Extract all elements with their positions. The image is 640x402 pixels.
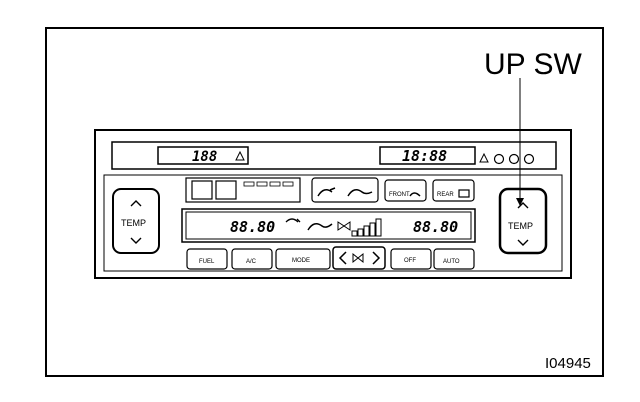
callout-arrowhead: [516, 198, 524, 206]
airflow-face-icon: [317, 187, 336, 197]
panel-inner: [103, 174, 563, 272]
right-temp-up-icon: [517, 202, 529, 209]
figure-frame: [45, 27, 604, 377]
defrost-icon: [409, 192, 421, 197]
mode-button-label: MODE: [292, 258, 310, 264]
clock-button-3[interactable]: [523, 153, 535, 165]
left-temp-rocker[interactable]: [112, 188, 160, 254]
auto-button[interactable]: [433, 248, 475, 270]
rear-defrost-icon: [458, 189, 470, 198]
radio-indicator-icon: [235, 150, 245, 161]
main-display-inner: [185, 211, 472, 240]
fan-button-icon: [352, 252, 364, 264]
fan-speed-bar-3: [363, 225, 370, 237]
main-display: [181, 208, 476, 243]
ac-button-label: A/C: [246, 259, 257, 265]
radio-display-text: 188: [192, 149, 217, 165]
fan-speed-bar-4: [369, 222, 376, 237]
fan-speed-bar-5: [375, 218, 382, 237]
recirculation-icon: [285, 218, 301, 223]
fan-speed-bar-2: [357, 228, 364, 237]
top-display-strip: [111, 141, 557, 170]
fan-speed-button[interactable]: [332, 246, 386, 270]
front-button-label: FRONT: [389, 192, 410, 198]
left-temp-down-icon: [130, 237, 142, 244]
off-button[interactable]: [390, 248, 432, 270]
clock-button-1[interactable]: [493, 153, 505, 165]
radio-display: [157, 146, 249, 165]
right-temp-down-icon: [517, 239, 529, 246]
indicator-4: [282, 181, 294, 187]
right-temp-display: 88.80: [413, 218, 458, 236]
front-defrost-button[interactable]: [384, 179, 427, 202]
preset-button-2[interactable]: [215, 180, 237, 200]
mode-button[interactable]: [275, 248, 331, 270]
clock-display: [379, 146, 476, 165]
button-bank-left: [185, 177, 301, 203]
fan-up-icon: [372, 251, 381, 265]
off-button-label: OFF: [404, 258, 416, 264]
indicator-1: [243, 181, 255, 187]
indicator-3: [269, 181, 281, 187]
rear-button-label: REAR: [437, 192, 454, 198]
fan-icon: [337, 221, 351, 231]
clock-button-2[interactable]: [508, 153, 520, 165]
airflow-mode-button[interactable]: [311, 177, 379, 203]
fan-down-icon: [338, 251, 347, 265]
fuel-button[interactable]: [186, 248, 228, 270]
fan-speed-bar-1: [351, 230, 358, 237]
airflow-foot-icon: [347, 189, 373, 197]
right-temp-label: TEMP: [508, 221, 533, 231]
callout-label: UP SW: [484, 48, 582, 81]
rear-defrost-button[interactable]: [432, 179, 475, 202]
airflow-display-icon: [307, 223, 333, 231]
panel-bezel: [94, 129, 572, 279]
fan-speed-bars: [351, 218, 382, 237]
ac-button[interactable]: [231, 248, 273, 270]
left-temp-up-icon: [130, 200, 142, 207]
right-temp-rocker[interactable]: [498, 187, 548, 255]
left-temp-display: 88.80: [230, 218, 275, 236]
preset-button-1[interactable]: [191, 180, 213, 200]
clock-indicator-icon: [479, 152, 489, 163]
left-temp-label: TEMP: [121, 218, 146, 228]
figure-id: I04945: [545, 355, 591, 372]
indicator-2: [256, 181, 268, 187]
auto-button-label: AUTO: [443, 259, 460, 265]
fuel-button-label: FUEL: [199, 259, 215, 265]
clock-display-text: 18:88: [402, 147, 447, 165]
